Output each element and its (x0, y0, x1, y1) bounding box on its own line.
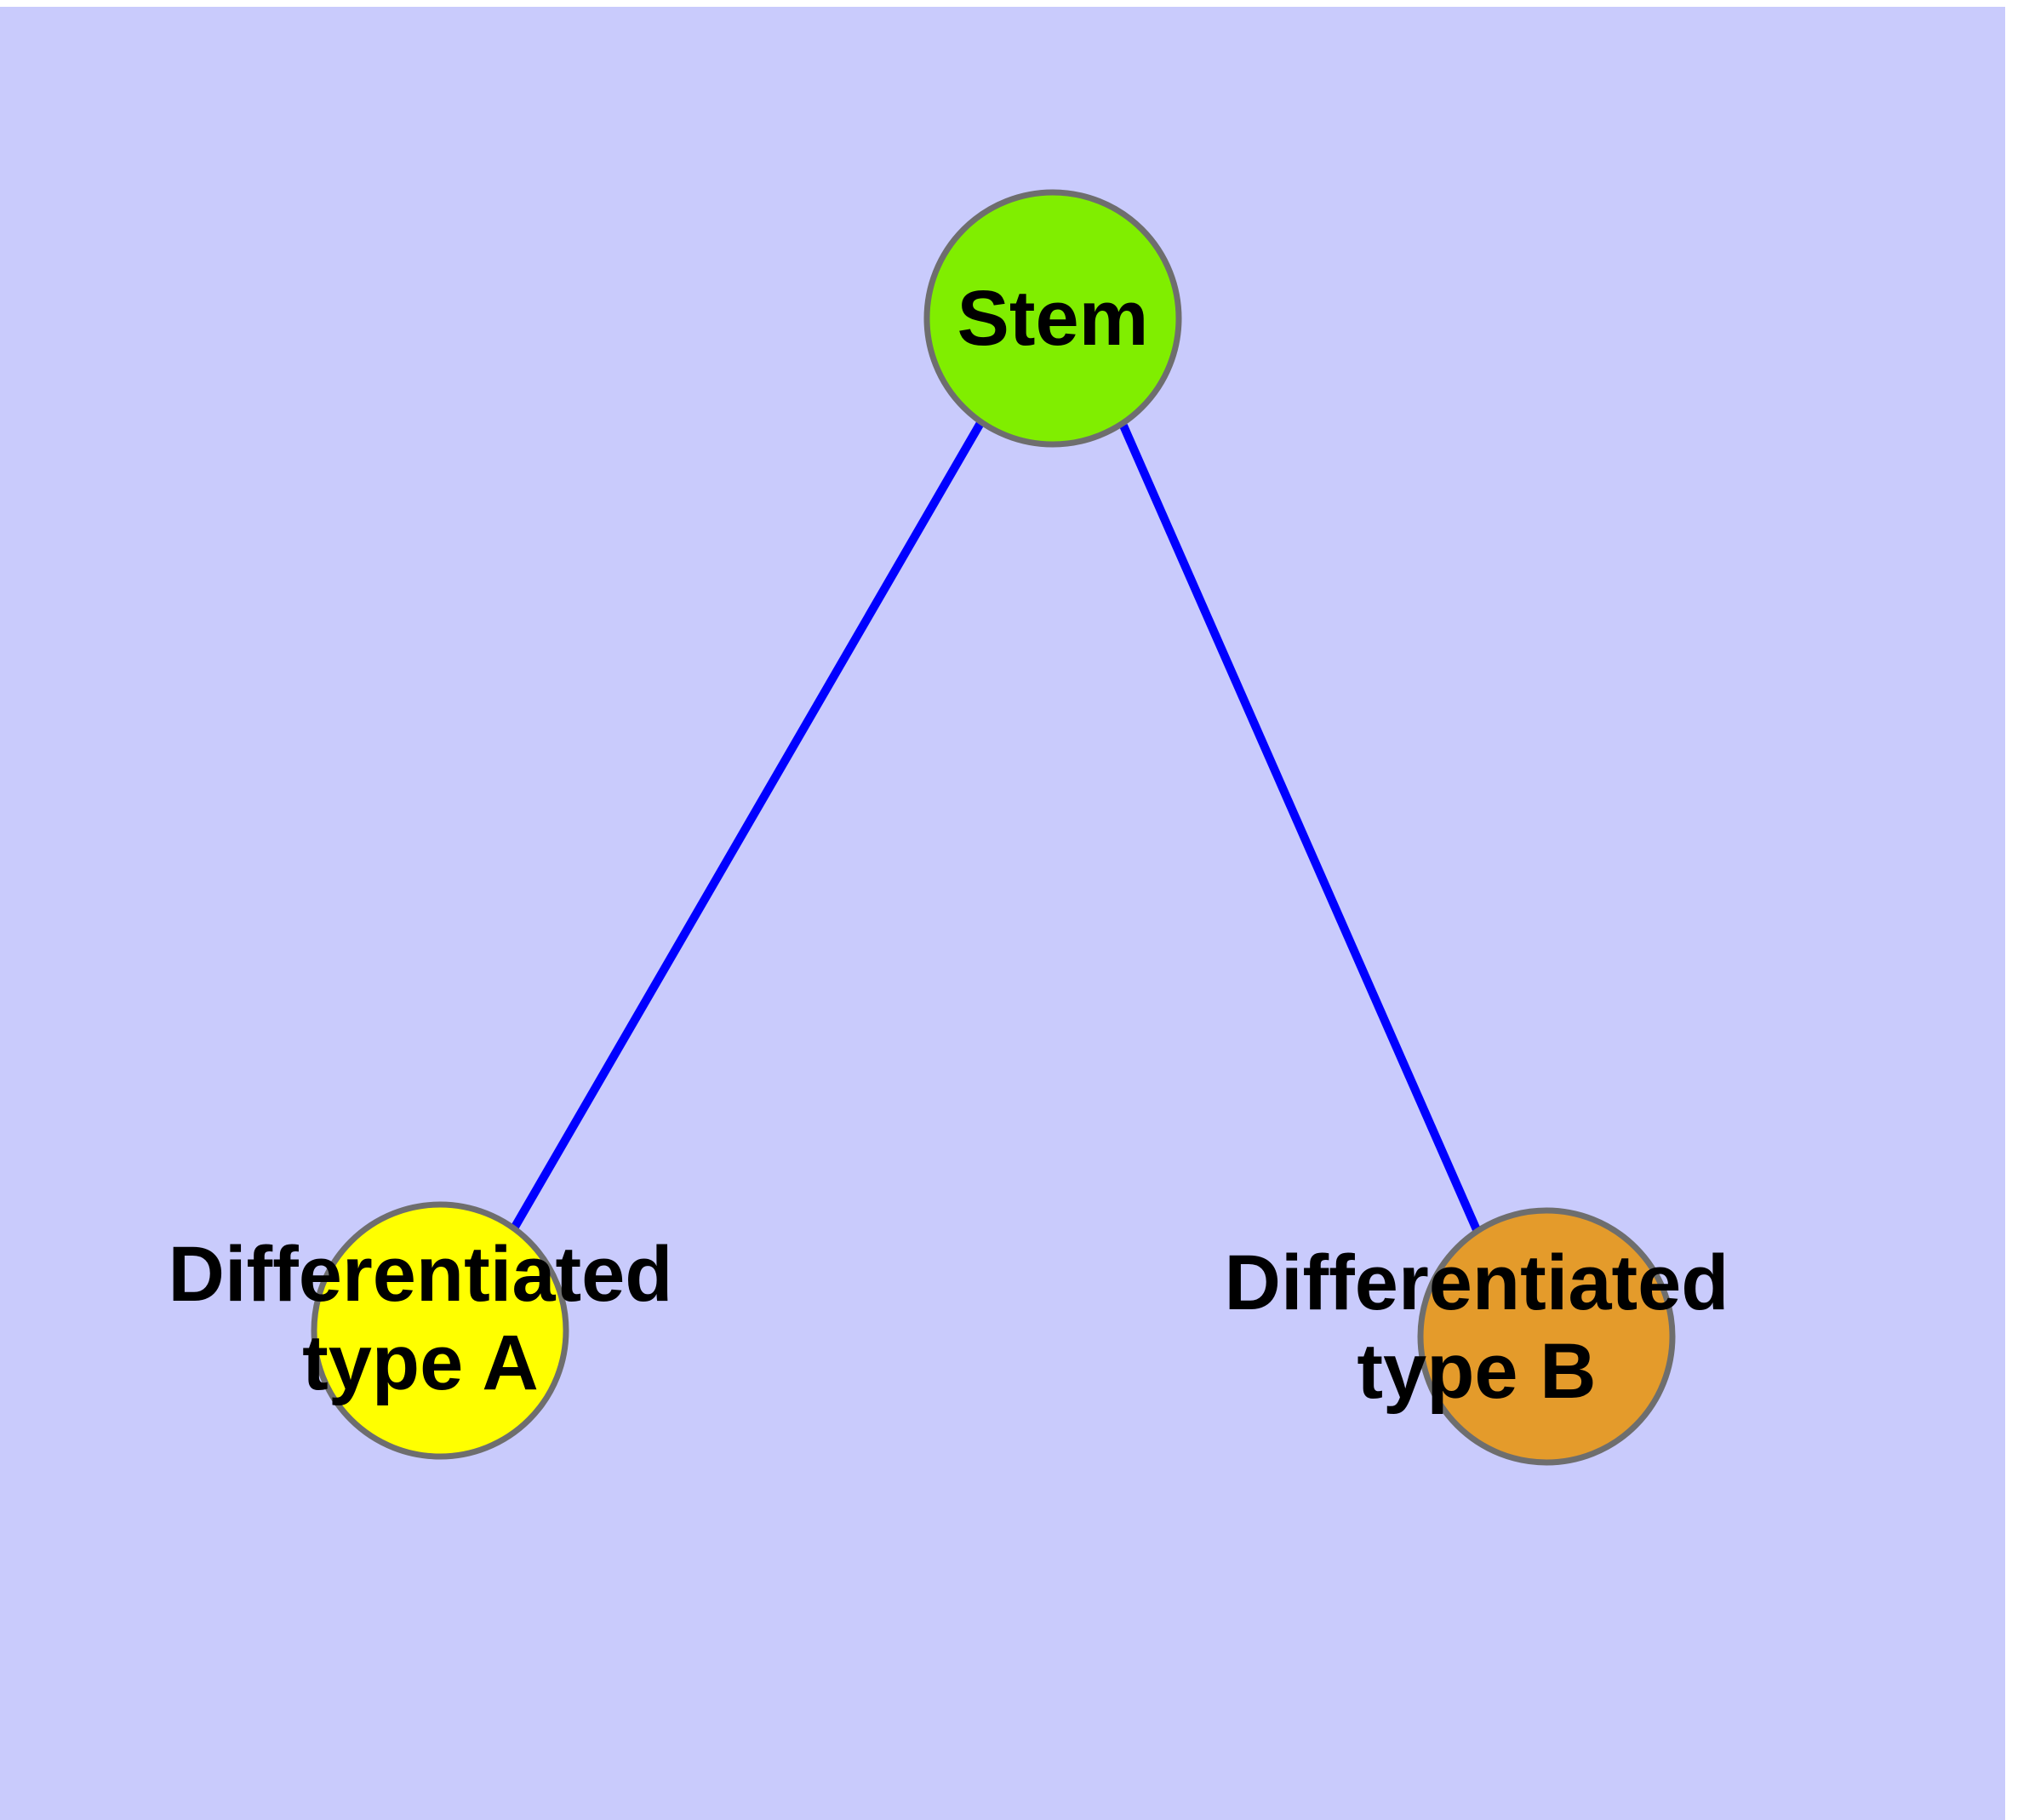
graph-node-stem[interactable]: Stem (923, 189, 1182, 448)
graph-edge-stem-to-diff-b (1119, 423, 1482, 1234)
edges-layer (510, 421, 1482, 1234)
graph-edge-stem-to-diff-a (510, 421, 985, 1231)
node-circle-diff-b[interactable] (1417, 1207, 1676, 1466)
node-label-line: Differentiated (169, 1231, 673, 1318)
node-label-line: Differentiated (1225, 1239, 1729, 1326)
node-label-line: type A (302, 1319, 539, 1406)
node-label-line: type B (1357, 1328, 1596, 1415)
node-label-line: Stem (957, 275, 1149, 362)
node-circle-diff-a[interactable] (311, 1201, 569, 1460)
node-circle-stem[interactable] (923, 189, 1182, 448)
node-label-stem: Stem (957, 275, 1149, 362)
